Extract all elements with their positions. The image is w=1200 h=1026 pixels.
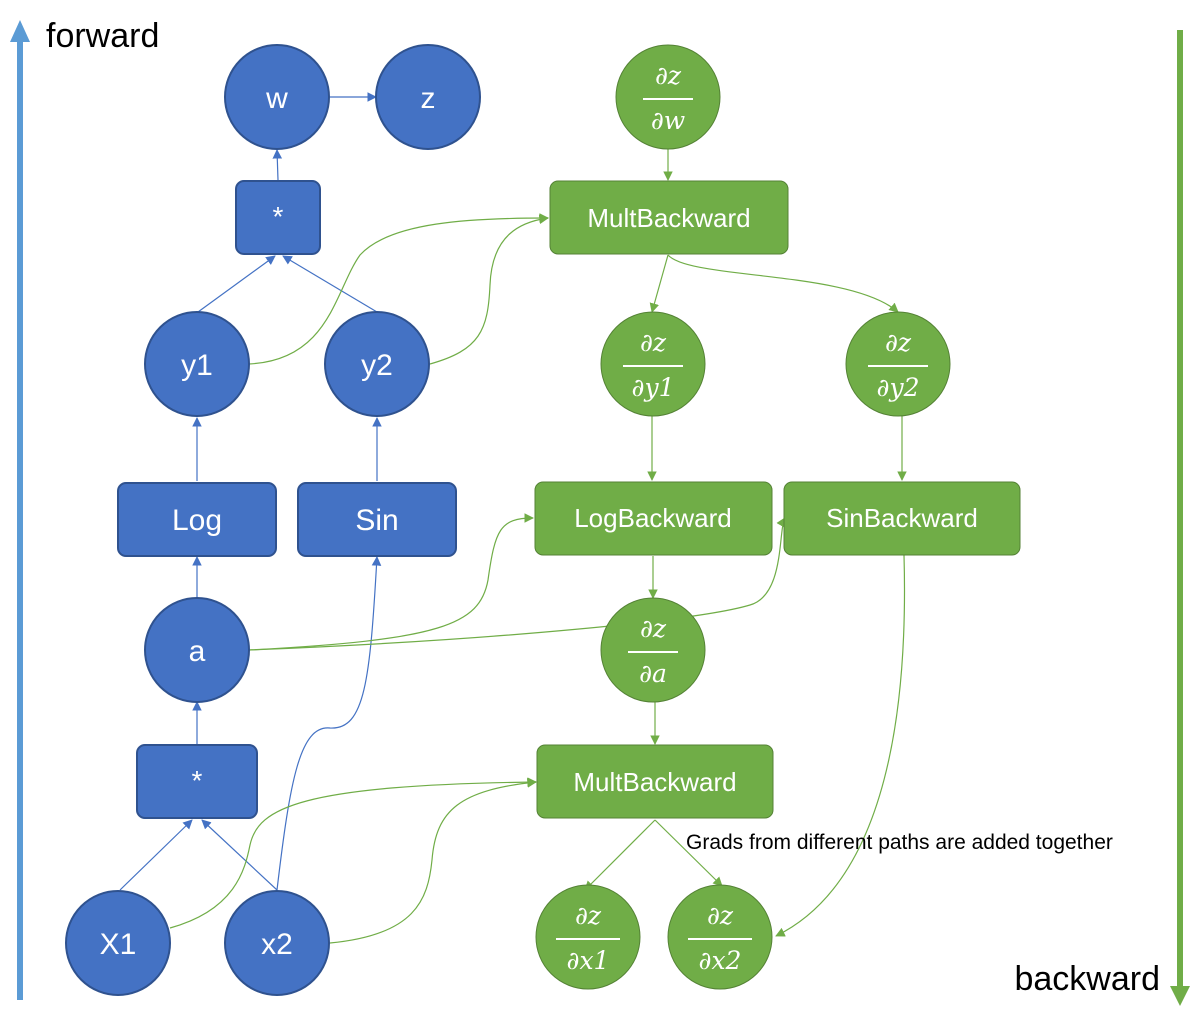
node-a: a xyxy=(144,597,250,703)
edge-y1-multbackward xyxy=(248,213,549,365)
svg-text:z: z xyxy=(421,82,436,115)
backward-edges xyxy=(169,149,907,944)
node-z: z xyxy=(375,44,481,150)
svg-text:y2: y2 xyxy=(361,349,393,382)
edge-multbackward-dzdy2 xyxy=(667,254,899,313)
svg-text:∂z: ∂z xyxy=(640,328,667,357)
svg-text:x2: x2 xyxy=(261,928,293,961)
svg-text:y1: y1 xyxy=(181,349,213,382)
edge-a-logbackward xyxy=(248,513,534,651)
edge-multbackward-dzdx1 xyxy=(584,819,656,891)
edge-a-sinbackward xyxy=(248,517,786,651)
svg-text:∂z: ∂z xyxy=(575,901,602,930)
op-sin-backward: SinBackward xyxy=(783,481,1021,556)
svg-text:Sin: Sin xyxy=(355,504,398,537)
node-dz-dw: ∂z ∂w xyxy=(615,44,721,150)
grads-added-note: Grads from different paths are added tog… xyxy=(686,831,1113,854)
svg-text:∂x1: ∂x1 xyxy=(567,946,610,975)
edge-x2-sin xyxy=(276,556,382,891)
node-dz-dy2: ∂z ∂y2 xyxy=(845,311,951,417)
backward-label: backward xyxy=(1014,960,1160,998)
svg-text:∂z: ∂z xyxy=(640,614,667,643)
node-dz-dx1: ∂z ∂x1 xyxy=(535,884,641,990)
node-dz-dy1: ∂z ∂y1 xyxy=(600,311,706,417)
edge-x2-mult xyxy=(201,819,278,891)
svg-text:X1: X1 xyxy=(100,928,137,961)
node-dz-da: ∂z ∂a xyxy=(600,597,706,703)
edge-multbackward-dzdy1 xyxy=(649,254,669,313)
op-mult-bottom: * xyxy=(136,744,258,819)
svg-text:a: a xyxy=(189,635,206,668)
svg-text:∂w: ∂w xyxy=(651,106,685,135)
op-mult-backward-bottom: MultBackward xyxy=(536,744,774,819)
op-log-backward: LogBackward xyxy=(534,481,773,556)
svg-text:SinBackward: SinBackward xyxy=(826,503,978,533)
edge-multbackward-dzdx2 xyxy=(654,819,723,887)
node-x1: X1 xyxy=(65,890,171,996)
forward-edges xyxy=(119,92,382,891)
svg-text:*: * xyxy=(192,765,203,796)
svg-text:∂y1: ∂y1 xyxy=(632,373,675,402)
edge-x1-mult xyxy=(119,819,193,891)
edge-mult-w xyxy=(272,149,283,181)
svg-text:w: w xyxy=(265,82,288,115)
op-mult-top: * xyxy=(235,180,321,255)
node-x2: x2 xyxy=(224,890,330,996)
svg-text:Log: Log xyxy=(172,504,222,537)
edge-x1-multbackward xyxy=(169,777,537,929)
forward-label: forward xyxy=(46,17,159,55)
backward-direction-arrow xyxy=(1170,30,1190,1006)
op-log: Log xyxy=(117,482,277,557)
svg-text:∂z: ∂z xyxy=(707,901,734,930)
edge-y1-mult xyxy=(197,255,276,313)
node-w: w xyxy=(224,44,330,150)
node-dz-dx2: ∂z ∂x2 xyxy=(667,884,773,990)
svg-text:MultBackward: MultBackward xyxy=(573,767,736,797)
op-mult-backward-top: MultBackward xyxy=(549,180,789,255)
edge-x2-multbackward xyxy=(329,778,537,944)
node-y1: y1 xyxy=(144,311,250,417)
op-sin: Sin xyxy=(297,482,457,557)
svg-text:*: * xyxy=(273,201,284,232)
edge-y2-mult xyxy=(282,255,378,313)
svg-text:∂z: ∂z xyxy=(885,328,912,357)
svg-text:LogBackward: LogBackward xyxy=(574,503,732,533)
edge-y2-multbackward xyxy=(429,214,549,365)
svg-text:∂z: ∂z xyxy=(655,61,682,90)
svg-text:∂y2: ∂y2 xyxy=(877,373,920,402)
edge-sinbackward-dzdx2 xyxy=(775,554,906,937)
svg-text:∂x2: ∂x2 xyxy=(699,946,742,975)
node-y2: y2 xyxy=(324,311,430,417)
svg-text:MultBackward: MultBackward xyxy=(587,203,750,233)
svg-text:∂a: ∂a xyxy=(639,659,667,688)
forward-direction-arrow xyxy=(10,20,30,1000)
